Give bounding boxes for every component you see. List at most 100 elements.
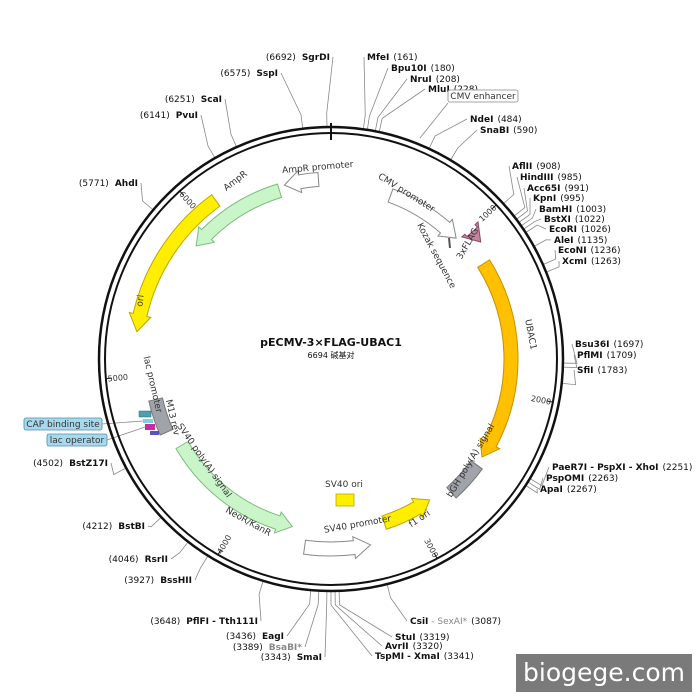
restriction-site-bamhi[interactable]: BamHI(1003) — [539, 205, 606, 215]
restriction-site-sgrdi[interactable]: (6692)SgrDI — [266, 53, 330, 63]
feature-arrow-f1-ori[interactable] — [381, 497, 431, 530]
feature-arrow-ubac1[interactable] — [477, 259, 519, 458]
restriction-site-bstz17i[interactable]: (4502)BstZ17I — [33, 459, 108, 469]
restriction-site-sfii[interactable]: SfiI(1783) — [577, 366, 627, 376]
site-leader-line — [366, 67, 389, 130]
restriction-site-bstxi[interactable]: BstXI(1022) — [544, 215, 605, 225]
site-name: XcmI — [562, 257, 587, 267]
restriction-site-bpu10i[interactable]: Bpu10I(180) — [391, 64, 455, 74]
site-position: (3341) — [444, 652, 474, 662]
restriction-site-rsrii[interactable]: (4046)RsrII — [109, 555, 168, 565]
site-leader-line — [503, 165, 515, 205]
site-leader-line — [170, 541, 189, 560]
restriction-site-ndei[interactable]: NdeI(484) — [470, 115, 522, 125]
site-name: KpnI — [533, 194, 556, 204]
ring-tick-label: 5000 — [107, 373, 128, 384]
callout-lac-operator[interactable]: lac operator — [46, 433, 108, 447]
restriction-site-paer7i-pspxi-xhoi[interactable]: PaeR7I - PspXI - XhoI(2251) — [552, 463, 692, 473]
cap-site-marker[interactable] — [143, 419, 153, 423]
m13-rev-marker[interactable] — [138, 410, 152, 418]
plasmid-name: pECMV-3×FLAG-UBAC1 — [260, 336, 402, 349]
feature-arrow-ampr[interactable] — [195, 183, 283, 247]
restriction-site-pflfi-tth111i[interactable]: (3648)PflFI - Tth111I — [150, 617, 258, 627]
lac-operator-marker[interactable] — [145, 424, 155, 430]
restriction-site-smai[interactable]: (3343)SmaI — [261, 653, 322, 663]
feature-arrow-bgh-poly-a-signal[interactable] — [446, 459, 483, 499]
ring-tick — [546, 400, 553, 403]
kozak-marker[interactable] — [448, 237, 451, 249]
feature-label-sv40-promoter: SV40 promoter — [323, 514, 392, 536]
feature-arrow-cmv-promoter[interactable] — [387, 188, 457, 239]
callout-cap-binding-site[interactable]: CAP binding site — [23, 417, 103, 431]
restriction-site-tspmi-xmai[interactable]: TspMI - XmaI(3341) — [375, 652, 474, 662]
feature-label-ori: ori — [135, 294, 146, 307]
restriction-site-acc65i[interactable]: Acc65I(991) — [527, 184, 589, 194]
restriction-site-csii[interactable]: CsiI - SexAI*(3087) — [410, 617, 501, 627]
restriction-site-bstbi[interactable]: (4212) BstBI — [82, 522, 145, 532]
site-leader-line — [529, 466, 550, 487]
feature-arrow-3xflag[interactable] — [460, 220, 482, 243]
callout-cmv-enhancer[interactable]: CMV enhancer — [447, 89, 519, 103]
site-leader-line — [194, 555, 209, 581]
restriction-site-alei[interactable]: AleI (1135) — [554, 236, 607, 246]
site-name: SmaI — [297, 653, 322, 663]
site-position: (3436) — [226, 632, 256, 642]
site-leader-line — [516, 187, 528, 220]
callout-box — [23, 417, 103, 431]
site-name: BssHII — [160, 576, 192, 586]
restriction-site-bsshii[interactable]: (3927)BssHII — [124, 576, 192, 586]
site-leader-line — [362, 56, 366, 130]
callout-text: lac operator — [50, 436, 105, 446]
restriction-site-ecori[interactable]: EcoRI(1026) — [549, 225, 611, 235]
restriction-site-kpni[interactable]: KpnI(995) — [533, 194, 584, 204]
restriction-site-eagi[interactable]: (3436) EagI — [226, 632, 284, 642]
feature-arrow-sv40-poly-a-signal[interactable] — [148, 397, 174, 436]
restriction-site-hindiii[interactable]: HindIII(985) — [520, 173, 582, 183]
restriction-site-pvui[interactable]: (6141)PvuI — [140, 111, 198, 121]
feature-arrow-neor-kanr[interactable] — [175, 440, 294, 534]
restriction-site-scai[interactable]: (6251)ScaI — [165, 95, 222, 105]
feature-arrow-sv40-promoter[interactable] — [303, 535, 372, 560]
site-name: Bsu36I — [575, 340, 610, 350]
site-name: EagI — [262, 632, 284, 642]
restriction-site-bsabi[interactable]: (3389)BsaBI* — [233, 643, 302, 653]
restriction-site-bsu36i[interactable]: Bsu36I(1697) — [575, 340, 643, 350]
restriction-site-mfei[interactable]: MfeI(161) — [367, 53, 418, 63]
restriction-site-xcmi[interactable]: XcmI(1263) — [562, 257, 621, 267]
lac-promoter-marker[interactable] — [150, 431, 159, 435]
callout-box — [46, 433, 108, 447]
restriction-site-sspi[interactable]: (6575)SspI — [220, 69, 278, 79]
site-leader-lines — [101, 56, 578, 658]
restriction-site-apai[interactable]: ApaI(2267) — [540, 485, 597, 495]
restriction-site-snabi[interactable]: SnaBI(590) — [480, 126, 537, 136]
restriction-site-stui[interactable]: StuI(3319) — [395, 633, 449, 643]
sv40-ori-box[interactable] — [335, 493, 355, 507]
site-position: (2267) — [567, 485, 597, 495]
site-name: SfiI — [577, 366, 594, 376]
feature-arrow-ampr-promoter[interactable] — [283, 169, 320, 194]
ring-tick — [491, 204, 497, 210]
site-position: (6575) — [220, 69, 250, 79]
feature-arrow-ori[interactable] — [128, 194, 221, 333]
site-name: AleI — [554, 236, 574, 246]
site-position: (4212) — [82, 522, 112, 532]
site-name: AflII — [512, 162, 532, 172]
restriction-site-pflmi[interactable]: PflMI(1709) — [577, 351, 637, 361]
ring-tick-label: 4000 — [215, 534, 233, 556]
site-name: EcoNI — [558, 246, 587, 256]
restriction-sites: MfeI(161)Bpu10I(180)NruI(208)MluI(228)Nd… — [33, 53, 692, 663]
site-name: BstXI — [544, 215, 571, 225]
restriction-site-ahdi[interactable]: (5771)AhdI — [79, 179, 138, 189]
restriction-site-aflii[interactable]: AflII (908) — [512, 162, 561, 172]
restriction-site-econi[interactable]: EcoNI(1236) — [558, 246, 620, 256]
site-name: BstBI — [118, 522, 145, 532]
restriction-site-pspomi[interactable]: PspOMI(2263) — [546, 474, 618, 484]
site-position: (1135) — [578, 236, 608, 246]
restriction-site-nrui[interactable]: NruI(208) — [410, 75, 460, 85]
site-position: (908) — [536, 162, 560, 172]
site-leader-line — [304, 590, 320, 648]
feature-label-3xflag: 3xFLAG — [455, 227, 481, 262]
site-leader-line — [527, 477, 544, 490]
site-name: PspOMI — [546, 474, 584, 484]
restriction-site-avrii[interactable]: AvrII(3320) — [385, 642, 443, 652]
